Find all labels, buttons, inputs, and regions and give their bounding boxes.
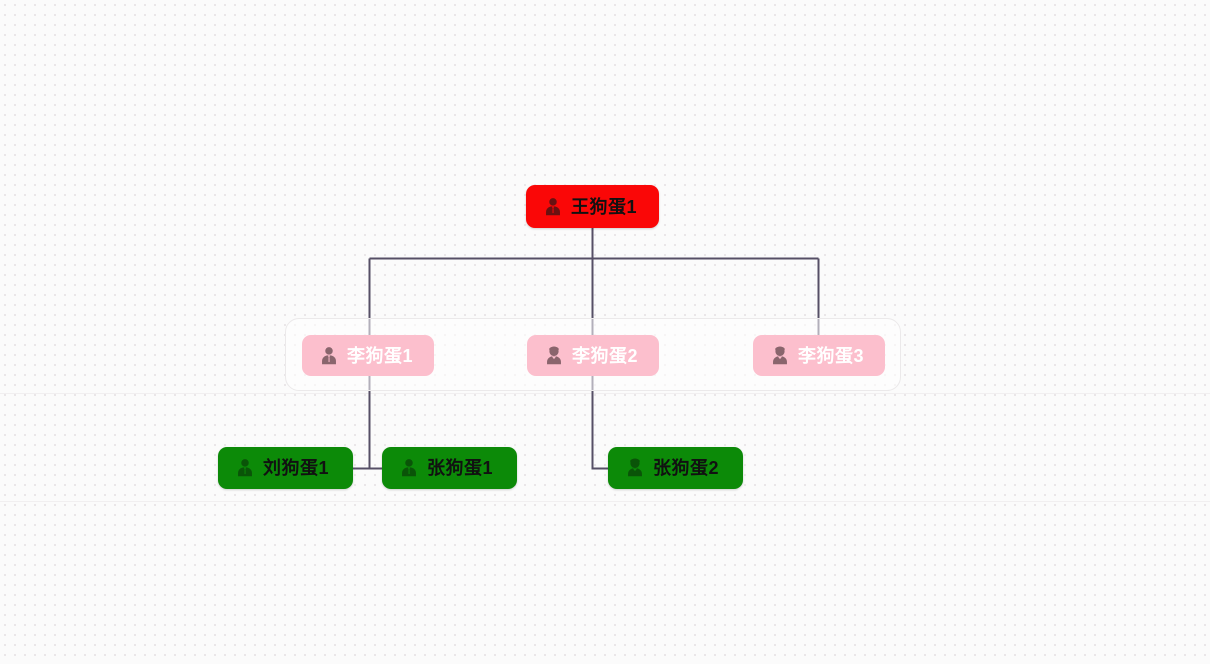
node-green-zhang-goudan-2[interactable]: 张狗蛋2 <box>608 447 743 489</box>
node-label: 李狗蛋3 <box>798 345 865 366</box>
person-male-icon <box>238 459 252 477</box>
node-label: 张狗蛋2 <box>653 458 720 478</box>
person-female-icon <box>547 346 561 364</box>
person-female-icon <box>773 346 787 364</box>
person-female-icon <box>628 458 642 477</box>
node-green-liu-goudan-1[interactable]: 刘狗蛋1 <box>218 447 353 489</box>
node-green-zhang-goudan-1[interactable]: 张狗蛋1 <box>382 447 517 489</box>
person-male-icon <box>322 346 336 364</box>
node-label: 李狗蛋2 <box>572 345 639 366</box>
node-label: 张狗蛋1 <box>427 458 494 478</box>
node-label: 刘狗蛋1 <box>263 458 330 478</box>
node-label: 李狗蛋1 <box>347 345 414 366</box>
node-label: 王狗蛋1 <box>571 196 638 217</box>
node-pink-li-goudan-3[interactable]: 李狗蛋3 <box>753 335 885 376</box>
node-pink-li-goudan-2[interactable]: 李狗蛋2 <box>527 335 659 376</box>
background-band <box>0 393 1210 394</box>
background-band <box>0 501 1210 502</box>
person-male-icon <box>546 197 560 215</box>
node-pink-li-goudan-1[interactable]: 李狗蛋1 <box>302 335 434 376</box>
node-root-wang-goudan-1[interactable]: 王狗蛋1 <box>526 185 659 228</box>
person-male-icon <box>402 459 416 477</box>
